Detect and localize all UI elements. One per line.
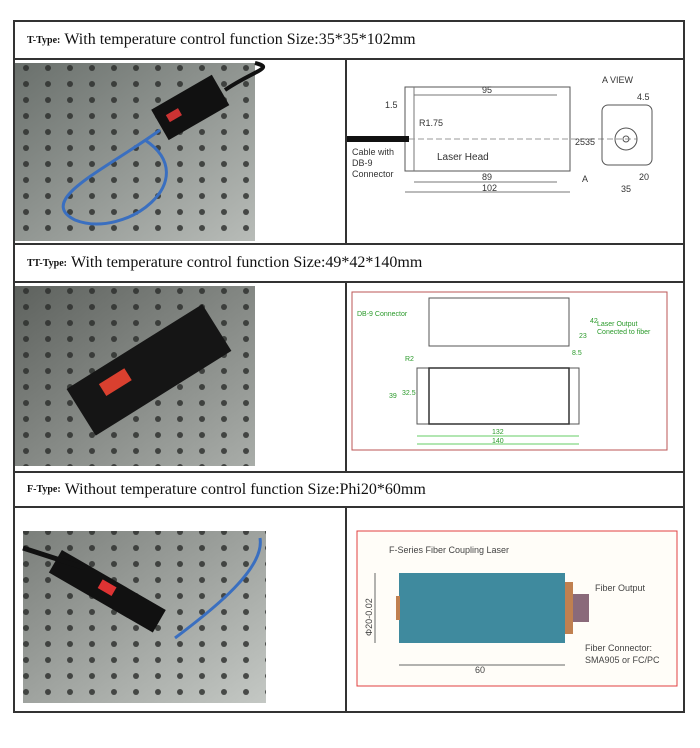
dim: 140 [492, 438, 504, 445]
product-table: T-Type: With temperature control functio… [13, 20, 685, 713]
section-header-f-type: F-Type: Without temperature control func… [15, 473, 683, 508]
section-header-tt-type: TT-Type: With temperature control functi… [15, 245, 683, 283]
dim: 89 [482, 172, 492, 182]
cable-label: Cable with [352, 147, 394, 157]
type-description: With temperature control function Size:4… [71, 254, 423, 271]
output-label: Laser Output [597, 321, 638, 328]
type-label: T-Type: [27, 34, 61, 46]
fiber-output-label: Fiber Output [595, 583, 646, 593]
dim: 8.5 [572, 350, 582, 357]
f-type-drawing: F-Series Fiber Coupling Laser Fiber Outp… [347, 508, 683, 711]
dim: 23 [579, 333, 587, 340]
cable-label: DB-9 [352, 158, 373, 168]
dim: 35 [585, 137, 595, 147]
dim: 39 [389, 393, 397, 400]
f-type-photo [15, 508, 347, 711]
dim: 95 [482, 85, 492, 95]
dim: 102 [482, 183, 497, 193]
output-label: Conected to fiber [597, 329, 651, 336]
connector-label: SMA905 or FC/PC [585, 655, 660, 665]
dim: R2 [405, 356, 414, 363]
connector-label: Fiber Connector: [585, 643, 652, 653]
dim: 42 [590, 318, 598, 325]
dim: 25 [575, 137, 585, 147]
section-header-t-type: T-Type: With temperature control functio… [15, 22, 683, 60]
tt-type-drawing: DB-9 Connector Laser Output Conected to … [347, 283, 683, 471]
dim: 1.5 [385, 100, 398, 110]
dim: 4.5 [637, 92, 650, 102]
tt-type-photo [15, 283, 347, 471]
dim: 32.5 [402, 390, 416, 397]
dim: 60 [475, 665, 485, 675]
type-description: With temperature control function Size:3… [64, 31, 416, 48]
db9-label: DB-9 Connector [357, 311, 408, 318]
type-label: F-Type: [27, 484, 61, 495]
dim: R1.75 [419, 118, 443, 128]
cable-label: Connector [352, 169, 394, 179]
type-label: TT-Type: [27, 257, 68, 269]
dim: 132 [492, 429, 504, 436]
dim: A [582, 174, 588, 184]
drawing-title: F-Series Fiber Coupling Laser [389, 545, 509, 555]
t-type-drawing: A VIEW Cable with DB-9 Connector Laser H… [347, 60, 683, 243]
type-description: Without temperature control function Siz… [64, 480, 426, 498]
dim: 20 [639, 172, 649, 182]
dim: Φ20-0.02 [364, 598, 374, 636]
dim: 35 [621, 184, 631, 194]
laser-head-label: Laser Head [437, 152, 489, 163]
a-view-label: A VIEW [602, 75, 634, 85]
t-type-photo [15, 60, 347, 243]
